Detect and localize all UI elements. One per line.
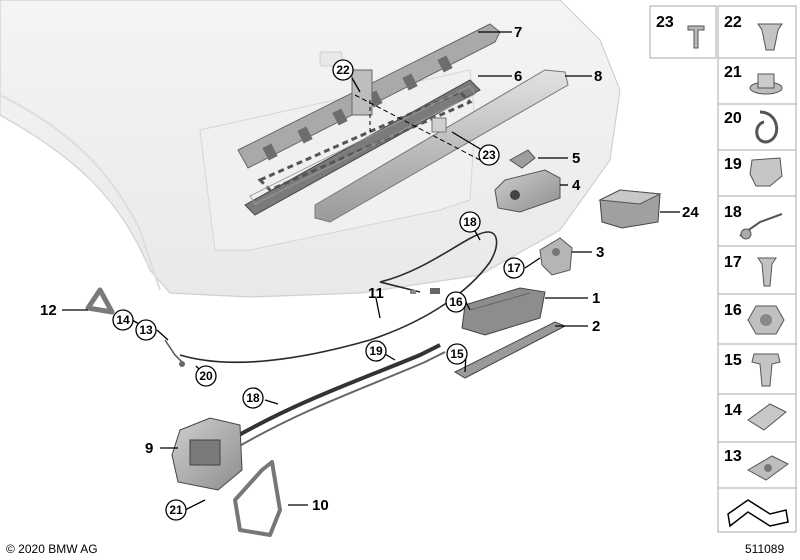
part-7-holder-bracket [237, 23, 501, 169]
clip-icon [747, 403, 787, 431]
svg-text:18: 18 [724, 204, 742, 221]
circled-callout-18-lower: 18 [242, 387, 264, 409]
callout-4: 4 [572, 177, 581, 194]
circled-callout-18-upper: 18 [459, 211, 481, 233]
clip-nut-icon [757, 23, 783, 51]
callout-7: 7 [514, 24, 522, 41]
svg-text:23: 23 [656, 14, 674, 31]
svg-text:22: 22 [724, 14, 742, 31]
fastener-panel: 23 22 21 20 19 18 [649, 5, 797, 533]
fastener-cell-17: 17 [717, 245, 797, 295]
svg-text:23: 23 [482, 148, 496, 162]
bolt-icon [757, 257, 777, 287]
callout-11: 11 [368, 285, 384, 302]
svg-text:17: 17 [724, 254, 742, 271]
part-6-grid-carrier [244, 79, 481, 216]
circled-callout-14: 14 [112, 309, 134, 331]
diagram-id: 511089 [745, 542, 784, 556]
part-3-bracket [539, 237, 573, 276]
svg-text:22: 22 [336, 63, 350, 77]
circled-callout-23: 23 [478, 144, 500, 166]
callout-2: 2 [592, 318, 600, 335]
svg-text:18: 18 [246, 391, 260, 405]
svg-text:13: 13 [724, 448, 742, 465]
part-12-pull-loop [85, 287, 115, 315]
svg-text:20: 20 [199, 369, 213, 383]
svg-text:16: 16 [449, 295, 463, 309]
copyright-text: © 2020 BMW AG [6, 542, 98, 556]
svg-text:14: 14 [116, 313, 130, 327]
svg-text:16: 16 [724, 302, 742, 319]
fastener-cell-13: 13 [717, 441, 797, 489]
part-8-trim-strip [314, 69, 569, 223]
part-19-cable-bundle [229, 343, 446, 449]
svg-text:17: 17 [507, 261, 521, 275]
svg-text:15: 15 [724, 352, 742, 369]
fastener-cell-14: 14 [717, 393, 797, 443]
fastener-cell-16: 16 [717, 293, 797, 345]
circled-callout-15: 15 [446, 343, 468, 365]
circled-callout-19: 19 [365, 340, 387, 362]
circled-callout-13: 13 [135, 319, 157, 341]
circled-callout-20: 20 [195, 365, 217, 387]
part-9-actuator [171, 417, 243, 491]
cable-clip-icon [755, 110, 779, 144]
callout-1: 1 [592, 290, 600, 307]
svg-text:14: 14 [724, 402, 742, 419]
fastener-cell-21: 21 [717, 57, 797, 105]
fastener-cell-23: 23 [649, 5, 717, 59]
svg-text:18: 18 [463, 215, 477, 229]
fastener-cell-20: 20 [717, 103, 797, 151]
callout-12: 12 [40, 302, 57, 319]
part-24-foam-block [598, 189, 662, 229]
svg-text:21: 21 [169, 503, 183, 517]
fastener-cell-22: 22 [717, 5, 797, 59]
circled-callout-16: 16 [445, 291, 467, 313]
trunk-lid-illustration [0, 0, 621, 298]
circled-callout-17: 17 [503, 257, 525, 279]
svg-text:15: 15 [450, 347, 464, 361]
fastener-cell-arrow [717, 487, 797, 533]
svg-text:19: 19 [369, 344, 383, 358]
part-5-bracket [509, 149, 536, 169]
fastener-cell-15: 15 [717, 343, 797, 395]
callout-24: 24 [682, 204, 699, 221]
svg-text:19: 19 [724, 156, 742, 173]
callout-8: 8 [594, 68, 602, 85]
svg-text:13: 13 [139, 323, 153, 337]
flange-bolt-icon [751, 353, 781, 387]
part-1-lock-module [461, 287, 546, 336]
arrow-symbol-icon [727, 499, 789, 528]
part-11-cable [179, 231, 498, 363]
screw-icon [687, 25, 705, 49]
svg-text:21: 21 [724, 64, 742, 81]
fastener-cell-19: 19 [717, 149, 797, 197]
part-4-camera [494, 169, 561, 213]
circled-callout-22: 22 [332, 59, 354, 81]
svg-text:20: 20 [724, 110, 742, 127]
part-13-14-clip [164, 339, 185, 367]
callout-6: 6 [514, 68, 522, 85]
callout-10: 10 [312, 497, 329, 514]
callout-5: 5 [572, 150, 580, 167]
fastener-cell-18: 18 [717, 195, 797, 247]
callout-3: 3 [596, 244, 604, 261]
circled-callout-21: 21 [165, 499, 187, 521]
part-10-bracket [233, 460, 282, 537]
callout-9: 9 [145, 440, 153, 457]
holder-icon [749, 157, 783, 187]
